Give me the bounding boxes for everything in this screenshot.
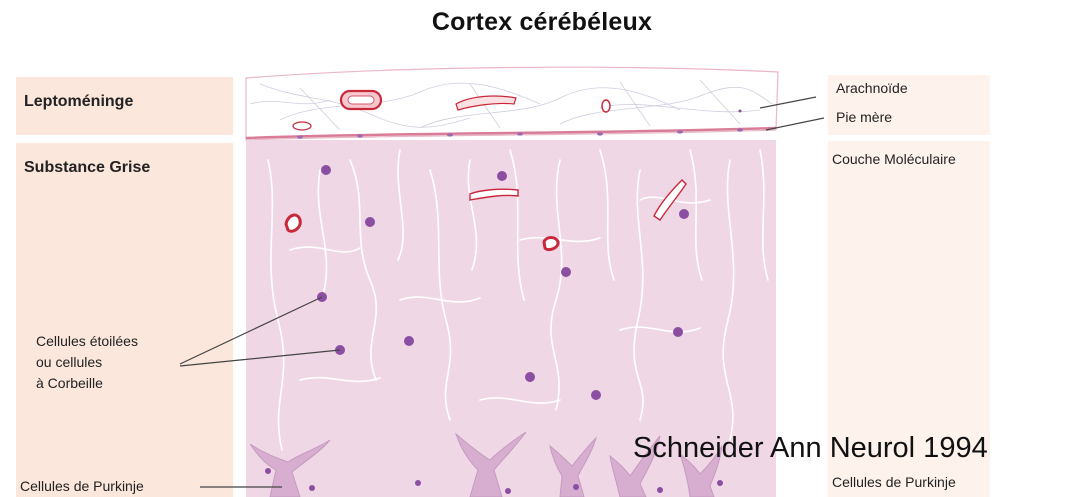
left-purkinje-label: Cellules de Purkinje [20,478,144,494]
stellate-basket-cells-label: Cellules étoilées ou cellules à Corbeill… [36,331,138,394]
cells-label-line-3: à Corbeille [36,373,138,394]
cells-label-line-1: Cellules étoilées [36,331,138,352]
cells-label-line-2: ou cellules [36,352,138,373]
couche-moleculaire-label: Couche Moléculaire [832,151,956,167]
right-purkinje-label: Cellules de Purkinje [832,474,956,490]
arachnoide-label: Arachnoïde [836,80,908,96]
citation-text: Schneider Ann Neurol 1994 [633,432,988,465]
pie-mere-label: Pie mère [836,109,892,125]
